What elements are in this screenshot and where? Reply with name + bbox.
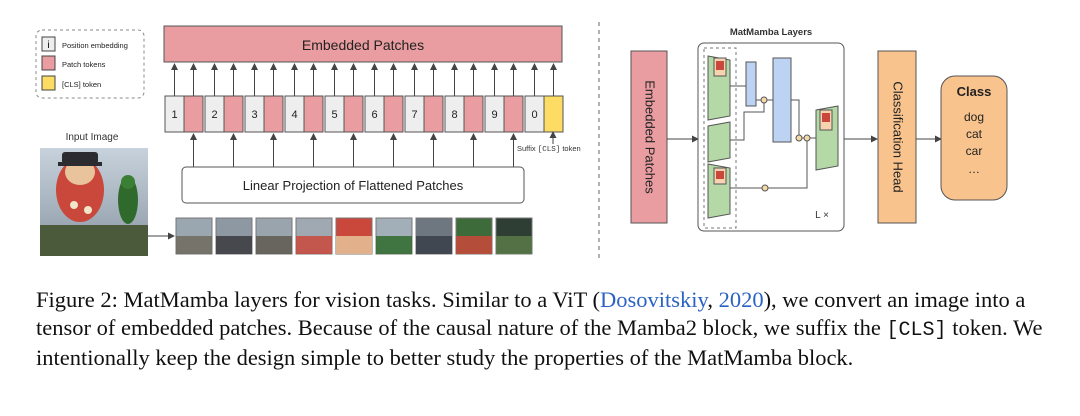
class-title: Class bbox=[957, 84, 992, 99]
patch-token-swatch bbox=[41, 55, 56, 71]
class-item-more: … bbox=[968, 162, 980, 176]
patch-token bbox=[263, 95, 284, 133]
linear-projection-box bbox=[181, 166, 525, 204]
position-embedding-swatch bbox=[41, 36, 56, 52]
patch-token bbox=[423, 95, 444, 133]
legend-cls-label: [CLS] token bbox=[62, 80, 101, 89]
patch-token bbox=[343, 95, 364, 133]
citation-year[interactable]: 2020 bbox=[718, 287, 764, 312]
position-number: 7 bbox=[411, 109, 417, 121]
patch-token bbox=[463, 95, 484, 133]
position-number: 8 bbox=[451, 109, 457, 121]
position-number: 3 bbox=[251, 109, 257, 121]
matmamba-block bbox=[703, 47, 839, 229]
position-number: 9 bbox=[491, 109, 497, 121]
embedded-patches-label: Embedded Patches bbox=[302, 37, 424, 53]
patch-token bbox=[183, 95, 204, 133]
patch-token bbox=[303, 95, 324, 133]
class-item-car: car bbox=[966, 144, 983, 158]
patch-tiles bbox=[175, 217, 533, 255]
position-number: 6 bbox=[371, 109, 377, 121]
class-output-box bbox=[940, 75, 1008, 201]
position-glyph: i bbox=[47, 40, 49, 51]
figure-label: Figure 2: bbox=[36, 287, 118, 312]
token-row: 1 2 3 4 5 6 7 8 9 0 bbox=[164, 63, 564, 167]
figure-caption: Figure 2: MatMamba layers for vision tas… bbox=[36, 287, 1043, 370]
figure-diagram: i Position embedding Patch tokens [CLS] … bbox=[35, 22, 1008, 262]
repeat-label: L × bbox=[815, 210, 829, 221]
position-number: 4 bbox=[291, 109, 297, 121]
classification-head-box bbox=[877, 50, 917, 224]
position-number: 1 bbox=[171, 109, 177, 121]
cls-token-swatch bbox=[41, 75, 56, 91]
patch-token bbox=[383, 95, 404, 133]
input-image-label: Input Image bbox=[66, 132, 119, 143]
legend-patch-label: Patch tokens bbox=[62, 60, 106, 69]
position-number: 2 bbox=[211, 109, 217, 121]
position-number: 0 bbox=[531, 109, 537, 121]
right-embedded-patches-box bbox=[630, 50, 668, 224]
right-embedded-patches-label: Embedded Patches bbox=[643, 80, 658, 194]
citation-author[interactable]: Dosovitskiy bbox=[600, 287, 708, 312]
class-item-dog: dog bbox=[964, 110, 984, 124]
layers-title: MatMamba Layers bbox=[730, 27, 812, 38]
input-image bbox=[40, 148, 148, 256]
cls-token bbox=[543, 95, 564, 133]
suffix-note: Suffix [CLS] token bbox=[517, 144, 581, 154]
classification-head-label: Classification Head bbox=[891, 81, 906, 192]
legend: i Position embedding Patch tokens [CLS] … bbox=[35, 29, 145, 99]
legend-position-label: Position embedding bbox=[62, 41, 128, 50]
patch-token bbox=[503, 95, 524, 133]
class-item-cat: cat bbox=[966, 127, 983, 141]
cls-code: [CLS] bbox=[886, 318, 947, 342]
embedded-patches-bar bbox=[163, 25, 563, 63]
position-number: 5 bbox=[331, 109, 337, 121]
patch-token bbox=[223, 95, 244, 133]
linear-projection-label: Linear Projection of Flattened Patches bbox=[243, 178, 464, 193]
